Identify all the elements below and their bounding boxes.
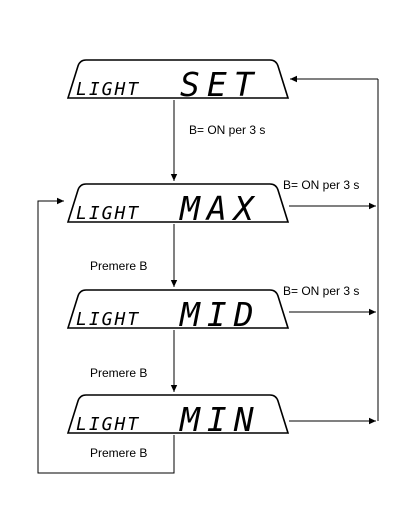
display-frame — [66, 183, 290, 223]
display-frame — [66, 289, 290, 329]
display-big-text: MAX — [179, 189, 261, 228]
display-big-text: MIN — [179, 400, 261, 439]
label-press-max-to-mid: Premere B — [90, 259, 148, 273]
display-frame — [66, 394, 290, 434]
display-frame — [66, 59, 290, 99]
display-small-text: LIGHT — [76, 309, 140, 330]
arrow-min-back-to-max — [37, 197, 175, 474]
display-small-text: LIGHT — [76, 79, 140, 100]
display-big-text: SET — [180, 65, 261, 104]
label-press-mid-to-min: Premere B — [90, 366, 148, 380]
display-small-text: LIGHT — [76, 203, 140, 224]
display-small-text: LIGHT — [76, 414, 140, 435]
display-light-set: LIGHT SET — [66, 59, 290, 104]
display-light-max: LIGHT MAX — [66, 183, 290, 228]
label-hold-from-max: B= ON per 3 s — [283, 178, 360, 192]
label-hold-set-to-max: B= ON per 3 s — [189, 123, 266, 137]
display-big-text: MID — [179, 295, 261, 334]
label-press-min-to-max: Premere B — [90, 446, 148, 460]
display-light-mid: LIGHT MID — [66, 289, 290, 334]
label-hold-from-mid: B= ON per 3 s — [283, 284, 360, 298]
display-light-min: LIGHT MIN — [66, 394, 290, 439]
